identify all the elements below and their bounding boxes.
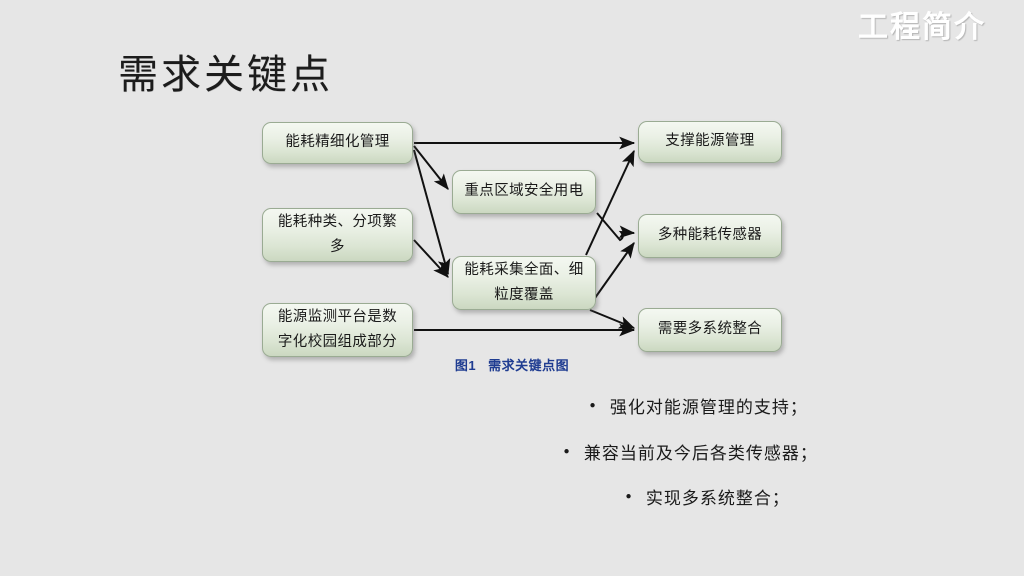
edge-b1-c2: [596, 212, 636, 242]
node-monitoring-platform-part-of-digital-campus[interactable]: 能源监测平台是数字化校园组成部分: [262, 303, 413, 357]
bullet-dot-icon: •: [562, 442, 572, 461]
node-key-area-electrical-safety[interactable]: 重点区域安全用电: [452, 170, 596, 214]
node-energy-types-many[interactable]: 能耗种类、分项繁多: [262, 208, 413, 262]
node-label: 能耗采集全面、细粒度覆盖: [464, 261, 584, 303]
list-item-label: 兼容当前及今后各类传感器；: [583, 443, 818, 464]
node-label: 能耗种类、分项繁多: [277, 213, 398, 255]
figure-title: 需求关键点图: [488, 358, 570, 373]
node-comprehensive-fine-grained-collection[interactable]: 能耗采集全面、细粒度覆盖: [452, 256, 596, 310]
list-item: • 实现多系统整合；: [430, 489, 950, 509]
node-label: 多种能耗传感器: [657, 227, 763, 244]
diagram-edges: [413, 136, 636, 337]
edge-a1-b2: [413, 149, 451, 276]
edge-a2-b2: [413, 239, 449, 278]
node-label: 支撑能源管理: [665, 133, 755, 150]
list-item-label: 强化对能源管理的支持；: [609, 398, 808, 418]
list-item: • 兼容当前及今后各类传感器；: [430, 444, 950, 464]
node-label: 重点区域安全用电: [464, 183, 584, 200]
page-title: 需求关键点: [118, 52, 333, 98]
node-multi-system-integration-needed[interactable]: 需要多系统整合: [638, 308, 782, 352]
bullet-dot-icon: •: [588, 397, 598, 415]
requirements-diagram: 能耗精细化管理 能耗种类、分项繁多 能源监测平台是数字化校园组成部分 重点区域安…: [0, 121, 1024, 374]
figure-caption: 图1 需求关键点图: [0, 355, 1024, 374]
node-support-energy-management[interactable]: 支撑能源管理: [638, 121, 782, 163]
header-badge: 工程简介: [858, 11, 986, 44]
key-points-list: • 强化对能源管理的支持； • 兼容当前及今后各类传感器； • 实现多系统整合；: [430, 398, 950, 535]
edge-a1-b1: [413, 145, 449, 190]
list-item: • 强化对能源管理的支持；: [430, 398, 950, 418]
figure-number: 图1: [454, 358, 477, 373]
edge-b2-c2: [589, 242, 635, 306]
node-label: 需要多系统整合: [657, 321, 763, 338]
list-item-label: 实现多系统整合；: [645, 489, 790, 510]
node-label: 能耗精细化管理: [285, 134, 390, 151]
node-label: 能源监测平台是数字化校园组成部分: [277, 308, 398, 350]
bullet-dot-icon: •: [624, 488, 634, 507]
edge-b2-c3: [589, 309, 636, 329]
node-energy-refined-management[interactable]: 能耗精细化管理: [262, 122, 413, 164]
edge-b2-c1: [585, 149, 635, 256]
node-multiple-energy-sensors[interactable]: 多种能耗传感器: [638, 214, 782, 258]
